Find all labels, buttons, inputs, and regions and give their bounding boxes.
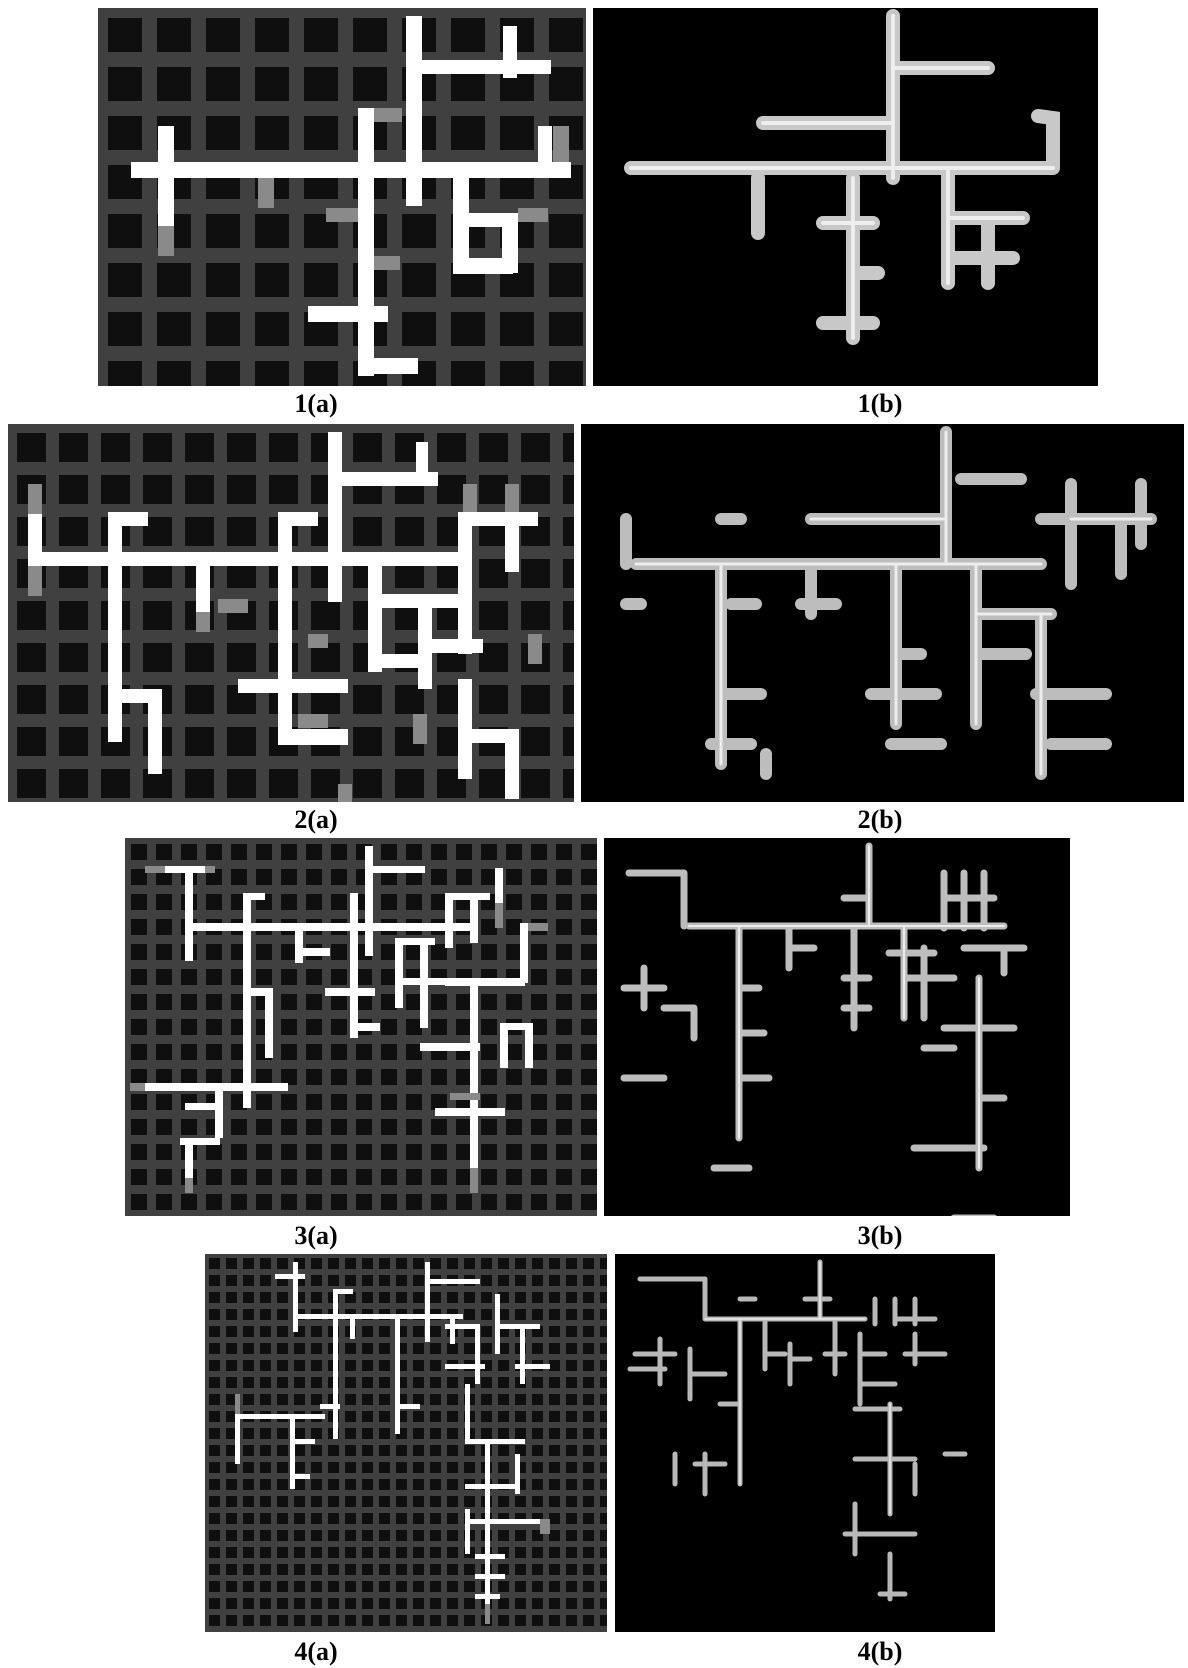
panel-4b-rendered-tubes [615,1254,995,1632]
caption-3a: 3(a) [294,1222,337,1250]
rendered-tube-image-1b [593,8,1098,386]
panel-2b-rendered-tubes [581,424,1184,802]
panel-3b-rendered-tubes [604,838,1070,1216]
grid-tree-image-3a [125,838,597,1216]
panel-4a-grid-tree [205,1254,607,1632]
rendered-tube-image-2b [581,424,1184,802]
grid-tree-image-2a [8,424,574,802]
rendered-tube-image-4b [615,1254,995,1632]
caption-3b: 3(b) [858,1222,903,1250]
caption-1a: 1(a) [294,390,337,418]
rendered-tube-image-3b [604,838,1070,1216]
caption-2a: 2(a) [294,806,337,834]
grid-tree-image-4a [205,1254,607,1632]
panel-3a-grid-tree [125,838,597,1216]
caption-2b: 2(b) [858,806,903,834]
panel-1a-grid-tree [98,8,586,386]
panel-1b-rendered-tubes [593,8,1098,386]
caption-1b: 1(b) [858,390,903,418]
panel-2a-grid-tree [8,424,574,802]
grid-tree-image-1a [98,8,586,386]
caption-4b: 4(b) [858,1638,903,1666]
caption-4a: 4(a) [294,1638,337,1666]
